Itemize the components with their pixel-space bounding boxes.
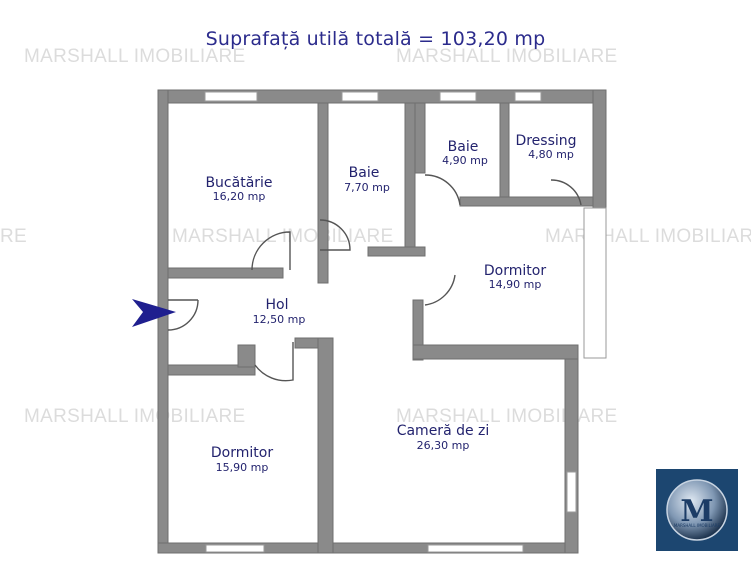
room-name-dormitor-2: Dormitor [211,445,273,461]
room-area-hol: 12,50 mp [253,313,306,326]
agency-logo: M MARSHALL IMOBILIARE [656,469,738,551]
room-name-dormitor-1: Dormitor [484,263,546,279]
room-name-baie-1: Baie [349,165,380,181]
windows [204,91,607,553]
room-area-camera-de-zi: 26,30 mp [417,439,470,452]
watermark-mid-center: MARSHALL IMOBILIARE [172,226,394,247]
logo-subtext: MARSHALL IMOBILIARE [674,523,721,528]
room-name-dressing: Dressing [515,133,576,149]
watermark-top-right: MARSHALL IMOBILIARE [396,46,618,67]
doors [167,174,582,382]
watermark-mid-left-partial: RE [0,226,27,247]
room-area-baie-2: 4,90 mp [442,154,488,167]
room-area-dormitor-1: 14,90 mp [489,278,542,291]
room-name-camera-de-zi: Cameră de zi [397,423,490,439]
entrance-arrow-icon [132,299,176,327]
logo-letter: M [680,494,713,529]
room-area-bucatarie: 16,20 mp [213,190,266,203]
room-area-dressing: 4,80 mp [528,148,574,161]
watermark-top-left: MARSHALL IMOBILIARE [24,46,246,67]
room-name-baie-2: Baie [448,139,479,155]
room-name-hol: Hol [266,297,289,313]
plan-title: Suprafață utilă totală = 103,20 mp [205,28,546,50]
room-area-dormitor-2: 15,90 mp [216,461,269,474]
watermark-low-center: MARSHALL IMOBILIARE [396,406,618,427]
room-name-bucatarie: Bucătărie [205,175,272,191]
walls [157,89,607,554]
watermark-low-left: MARSHALL IMOBILIARE [24,406,246,427]
room-area-baie-1: 7,70 mp [344,181,390,194]
logo-emblem-icon: M MARSHALL IMOBILIARE [666,479,728,541]
